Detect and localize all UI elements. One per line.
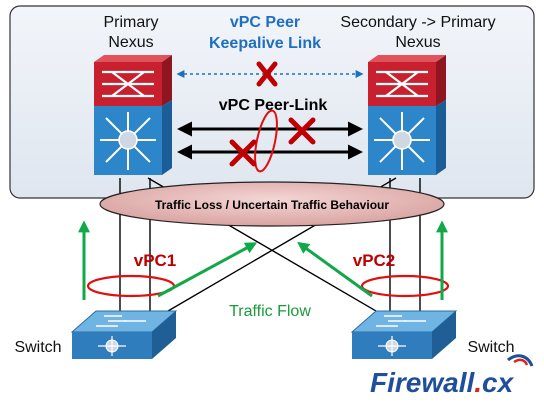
- vpc2-ring: [360, 274, 450, 298]
- secondary-nexus-icon: [368, 55, 446, 175]
- logo-text-dot: .: [474, 367, 482, 398]
- firewall-cx-logo: Firewall.cx: [370, 354, 534, 398]
- keepalive-x-mark-icon: [256, 61, 278, 87]
- traffic-flow-arrows: [78, 220, 448, 300]
- logo-text-cx: cx: [482, 367, 515, 398]
- left-access-switch-icon: [70, 310, 178, 359]
- peer-link-bundle-ring: [254, 109, 278, 173]
- peer-link-label: vPC Peer-Link: [219, 97, 328, 114]
- traffic-loss-ellipse: [99, 181, 445, 227]
- primary-nexus-label-line1: Primary: [103, 14, 158, 31]
- secondary-nexus-label-line2: Nexus: [395, 34, 440, 51]
- secondary-nexus-label-line1: Secondary -> Primary: [340, 14, 495, 31]
- vpc2-label: vPC2: [353, 251, 396, 270]
- left-switch-label: Switch: [14, 339, 61, 356]
- svg-text:Firewall.cx: Firewall.cx: [370, 367, 515, 398]
- keepalive-label-line1: vPC Peer: [230, 14, 300, 31]
- right-switch-label: Switch: [467, 339, 514, 356]
- primary-nexus-label-line2: Nexus: [108, 34, 153, 51]
- keepalive-label-line2: Keepalive Link: [209, 35, 321, 52]
- logo-text-firewall: Firewall: [370, 367, 475, 398]
- primary-nexus-icon: [94, 55, 172, 175]
- right-access-switch-icon: [350, 310, 458, 359]
- vpc1-label: vPC1: [134, 251, 177, 270]
- traffic-flow-label: Traffic Flow: [229, 303, 311, 320]
- traffic-loss-label: Traffic Loss / Uncertain Traffic Behavio…: [155, 198, 389, 212]
- peer-link-x-mark-icon: [229, 117, 316, 167]
